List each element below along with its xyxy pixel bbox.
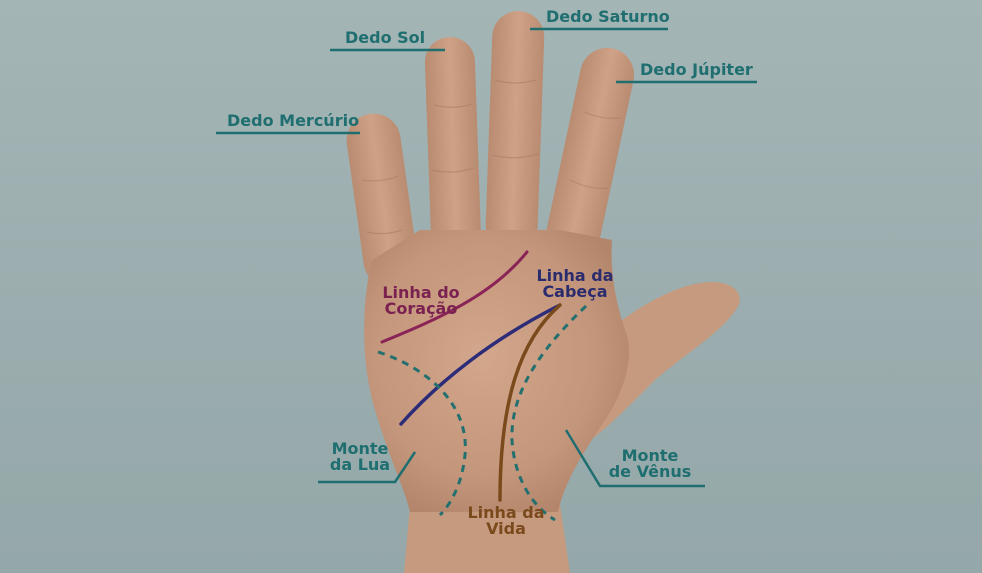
label-linha-vida-line2: Vida (486, 519, 526, 538)
label-linha-cabeca: Linha da Cabeça (526, 268, 624, 300)
label-dedo-saturno: Dedo Saturno (546, 7, 670, 26)
finger-creases (361, 79, 621, 235)
finger-jupiter (545, 47, 635, 265)
label-dedo-jupiter: Dedo Júpiter (640, 60, 753, 79)
label-dedo-sol: Dedo Sol (345, 28, 426, 47)
label-monte-venus: Monte de Vênus (602, 448, 698, 480)
leader-monte-lua (318, 451, 417, 484)
label-linha-vida-line1: Linha da (467, 503, 545, 522)
head-line (399, 304, 560, 426)
label-linha-coracao-line1: Linha do (382, 283, 460, 302)
leader-monte-venus (564, 429, 705, 488)
label-monte-lua: Monte da Lua (320, 441, 400, 473)
finger-sol (424, 37, 481, 257)
label-monte-venus-line2: de Vênus (608, 462, 692, 481)
label-linha-cabeca-line2: Cabeça (542, 282, 608, 301)
heart-line (380, 250, 529, 344)
label-dedo-mercurio: Dedo Mercúrio (227, 111, 360, 130)
label-linha-coracao-line2: Coração (384, 299, 458, 318)
label-monte-lua-line1: Monte (331, 439, 389, 458)
leader-lines (216, 27, 757, 488)
label-monte-venus-line1: Monte (621, 446, 679, 465)
palm (364, 230, 629, 512)
label-linha-vida: Linha da Vida (460, 505, 552, 537)
monte-lua-outline (377, 350, 467, 517)
label-monte-lua-line2: da Lua (329, 455, 391, 474)
wrist (404, 505, 570, 573)
finger-saturno (485, 11, 545, 251)
monte-venus-outline (510, 304, 588, 522)
life-line (498, 303, 562, 502)
label-linha-coracao: Linha do Coração (372, 285, 470, 317)
thumb (590, 281, 740, 440)
label-linha-cabeca-line1: Linha da (536, 266, 614, 285)
